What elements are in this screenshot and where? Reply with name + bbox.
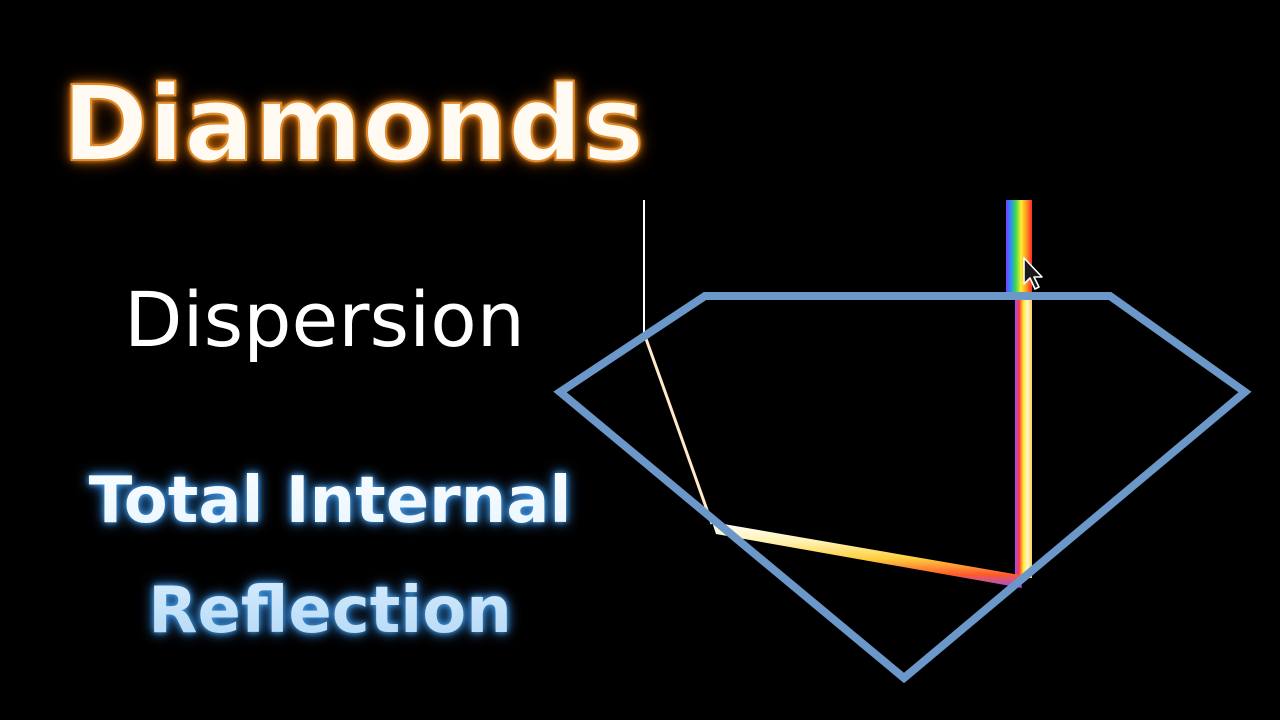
- reflected-spectrum-beam: [712, 522, 1022, 588]
- diamond-outline: [553, 292, 1252, 684]
- cursor-arrow-icon: [1023, 257, 1043, 290]
- internal-spectrum-beam: [1015, 296, 1032, 578]
- white-refracted-ray: [643, 335, 714, 525]
- subtitle-dispersion: Dispersion: [124, 275, 525, 364]
- slide-title: Diamonds: [61, 63, 645, 185]
- incoming-spectrum-beam: [1006, 200, 1032, 296]
